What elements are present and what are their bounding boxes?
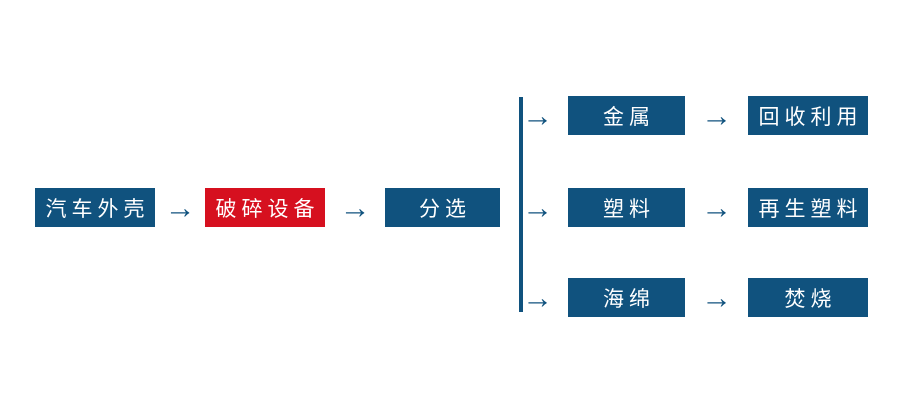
right-arrow-icon: →	[339, 190, 371, 225]
node-sorting: 分选	[385, 188, 500, 227]
right-arrow-icon: →	[701, 98, 732, 133]
node-recycled-plastic: 再生塑料	[748, 188, 868, 227]
node-recycling: 回收利用	[748, 96, 868, 135]
node-car-shell: 汽车外壳	[35, 188, 155, 227]
node-plastic: 塑料	[568, 188, 685, 227]
branch-arrow-icon: →	[522, 280, 553, 315]
node-sponge: 海绵	[568, 278, 685, 317]
node-metal: 金属	[568, 96, 685, 135]
right-arrow-icon: →	[701, 190, 732, 225]
branch-arrow-icon: →	[522, 190, 553, 225]
right-arrow-icon: →	[164, 190, 196, 225]
branch-arrow-icon: →	[522, 98, 553, 133]
right-arrow-icon: →	[701, 280, 732, 315]
node-crushing-equipment: 破碎设备	[205, 188, 325, 227]
branch-connector-line	[519, 97, 523, 312]
node-incineration: 焚烧	[748, 278, 868, 317]
